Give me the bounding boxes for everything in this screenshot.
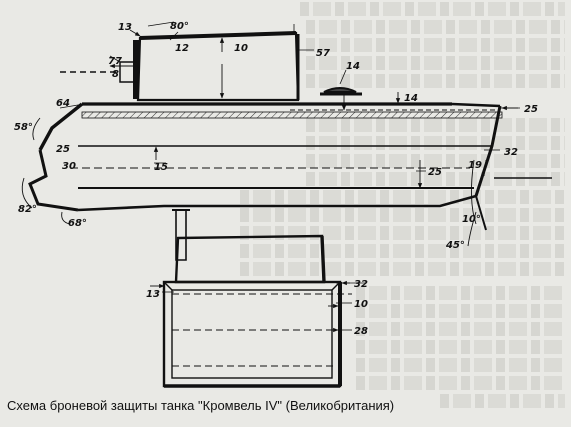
hull-roof-armor-rear	[451, 102, 501, 108]
figure-caption: Схема броневой защиты танка "Кромвель IV…	[7, 398, 395, 413]
label-plan-13: 13	[146, 289, 160, 300]
turret-roof-armor	[139, 31, 297, 40]
track-guard	[81, 111, 503, 119]
label-nose-30: 30	[62, 161, 76, 172]
turret-outline	[136, 31, 300, 102]
label-plan-32: 32	[354, 279, 368, 290]
angle-arc-58	[32, 117, 41, 141]
commander-hatch	[323, 87, 357, 93]
label-left-77: 77	[108, 56, 122, 67]
label-top-10: 10	[234, 43, 248, 54]
angle-arc-68	[61, 211, 71, 225]
angle-arc-10	[470, 159, 477, 225]
label-roof-14: 14	[404, 93, 418, 104]
label-nose-58deg: 58°	[14, 122, 33, 133]
label-nose-64: 64	[56, 98, 70, 109]
belly-plate	[77, 194, 477, 212]
label-nose-82deg: 82°	[18, 204, 37, 215]
label-rear-19: 19	[468, 160, 482, 171]
label-side-25: 25	[428, 167, 442, 178]
turret-plan-side	[320, 235, 326, 283]
front-glacis	[38, 102, 84, 151]
rear-lower-plate	[475, 195, 487, 231]
label-side-15: 15	[154, 162, 168, 173]
label-top-12: 12	[175, 43, 189, 54]
label-left-8: 8	[112, 69, 119, 80]
side-view-arrows	[109, 29, 518, 189]
label-rear-10deg: 10°	[462, 214, 481, 225]
label-top-57: 57	[316, 48, 330, 59]
label-nose-25: 25	[56, 144, 70, 155]
label-top-80deg: 80°	[170, 21, 189, 32]
label-nose-68deg: 68°	[68, 218, 87, 229]
label-rear-25: 25	[524, 104, 538, 115]
label-plan-10: 10	[354, 299, 368, 310]
armor-thickness-labels: 13 80° 12 10 57 77 8 14 14 64 25 58° 25 …	[14, 21, 538, 337]
angle-arc-82	[21, 177, 33, 209]
hull-plan-bevel-left	[163, 281, 173, 291]
side-view	[21, 21, 552, 247]
turret-mantlet	[119, 61, 139, 83]
label-top-13: 13	[118, 22, 132, 33]
turret-plan	[174, 234, 326, 284]
section-view	[162, 209, 366, 388]
rear-plate	[474, 105, 502, 197]
section-view-arrows	[150, 280, 350, 333]
hull-plan-inner	[171, 289, 333, 379]
nose-plate	[28, 149, 79, 212]
label-rear-32: 32	[504, 147, 518, 158]
label-plan-28: 28	[354, 326, 368, 337]
label-rear-45deg: 45°	[445, 240, 465, 251]
hull-plan-box	[162, 280, 342, 388]
label-hatch-14: 14	[346, 61, 360, 72]
angle-arc-45	[467, 211, 477, 247]
